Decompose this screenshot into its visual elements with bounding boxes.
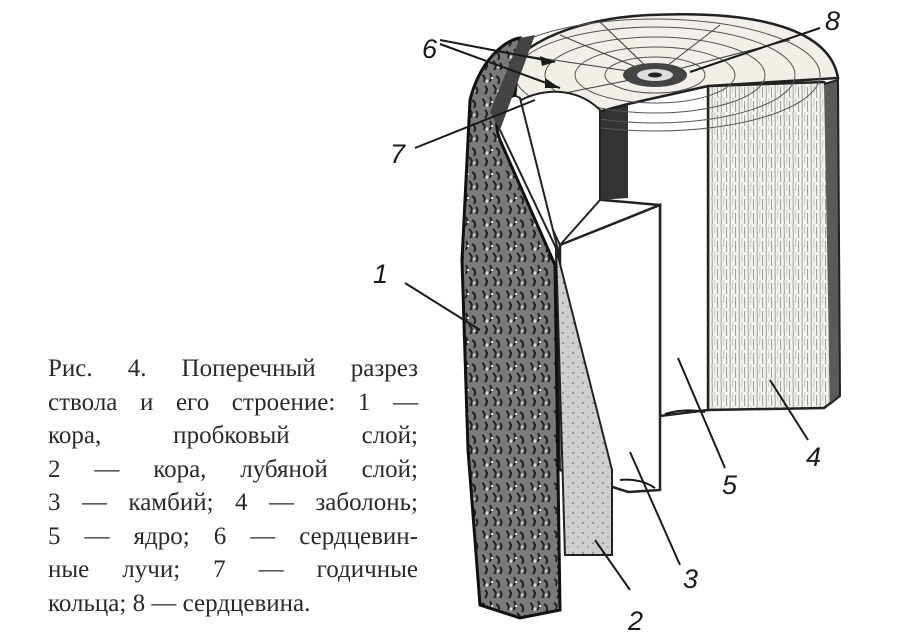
caption-line: ные лучи; 7 — годичные — [48, 556, 418, 583]
diagram-labels: 1 2 3 4 5 6 7 8 — [373, 6, 840, 636]
label-7: 7 — [390, 139, 406, 169]
figure-caption: Рис. 4. Поперечный разрез ствола и его с… — [48, 352, 418, 620]
caption-line: ствола и его строение: 1 — — [48, 388, 418, 416]
caption-line: 2 — кора, лубяной слой; — [48, 455, 418, 483]
caption-line: 3 — камбий; 4 — заболонь; — [48, 489, 418, 516]
label-6: 6 — [422, 34, 438, 64]
label-1: 1 — [373, 259, 388, 289]
bast-layer — [488, 94, 613, 556]
label-8: 8 — [825, 6, 840, 36]
caption-line: кольца; 8 — сердцевина. — [48, 589, 311, 617]
sapwood — [706, 78, 842, 412]
caption-line: кора, пробковый слой; — [48, 422, 418, 449]
caption-line: 5 — ядро; 6 — сердцевин- — [48, 522, 418, 550]
label-2: 2 — [627, 606, 643, 636]
caption-line: Рис. 4. Поперечный разрез — [48, 355, 418, 382]
leader-lines — [404, 27, 821, 591]
label-5: 5 — [722, 470, 738, 500]
label-3: 3 — [683, 564, 698, 594]
label-4: 4 — [806, 442, 821, 472]
leader-arrowheads — [540, 56, 560, 88]
